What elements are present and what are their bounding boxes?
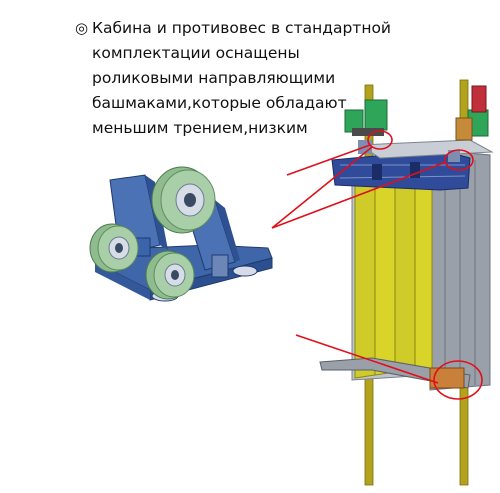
callout-line-4 bbox=[295, 334, 439, 384]
double-circle-bullet-icon: ◎ bbox=[75, 19, 89, 37]
callout-circle-top-left bbox=[367, 130, 393, 150]
description-text: ◎ Кабина и противовес в стандартной комп… bbox=[75, 16, 392, 141]
callout-line-1 bbox=[286, 144, 371, 176]
callout-markers bbox=[271, 130, 483, 400]
roller-guide-shoe-illustration bbox=[89, 166, 273, 302]
caption-line-3: роликовыми направляющими bbox=[92, 69, 336, 87]
caption-line-4: башмаками,которые обладают bbox=[92, 94, 347, 112]
callout-circle-bottom bbox=[433, 360, 483, 400]
caption-line-5: меньшим трением,низким bbox=[92, 119, 308, 137]
elevator-car-illustration bbox=[319, 79, 494, 486]
callout-line-2 bbox=[271, 146, 373, 229]
callout-line-3 bbox=[271, 161, 447, 229]
callout-circle-top-right bbox=[444, 149, 474, 171]
caption-line-2: комплектации оснащены bbox=[92, 44, 300, 62]
caption-line-1: Кабина и противовес в стандартной bbox=[92, 19, 392, 37]
